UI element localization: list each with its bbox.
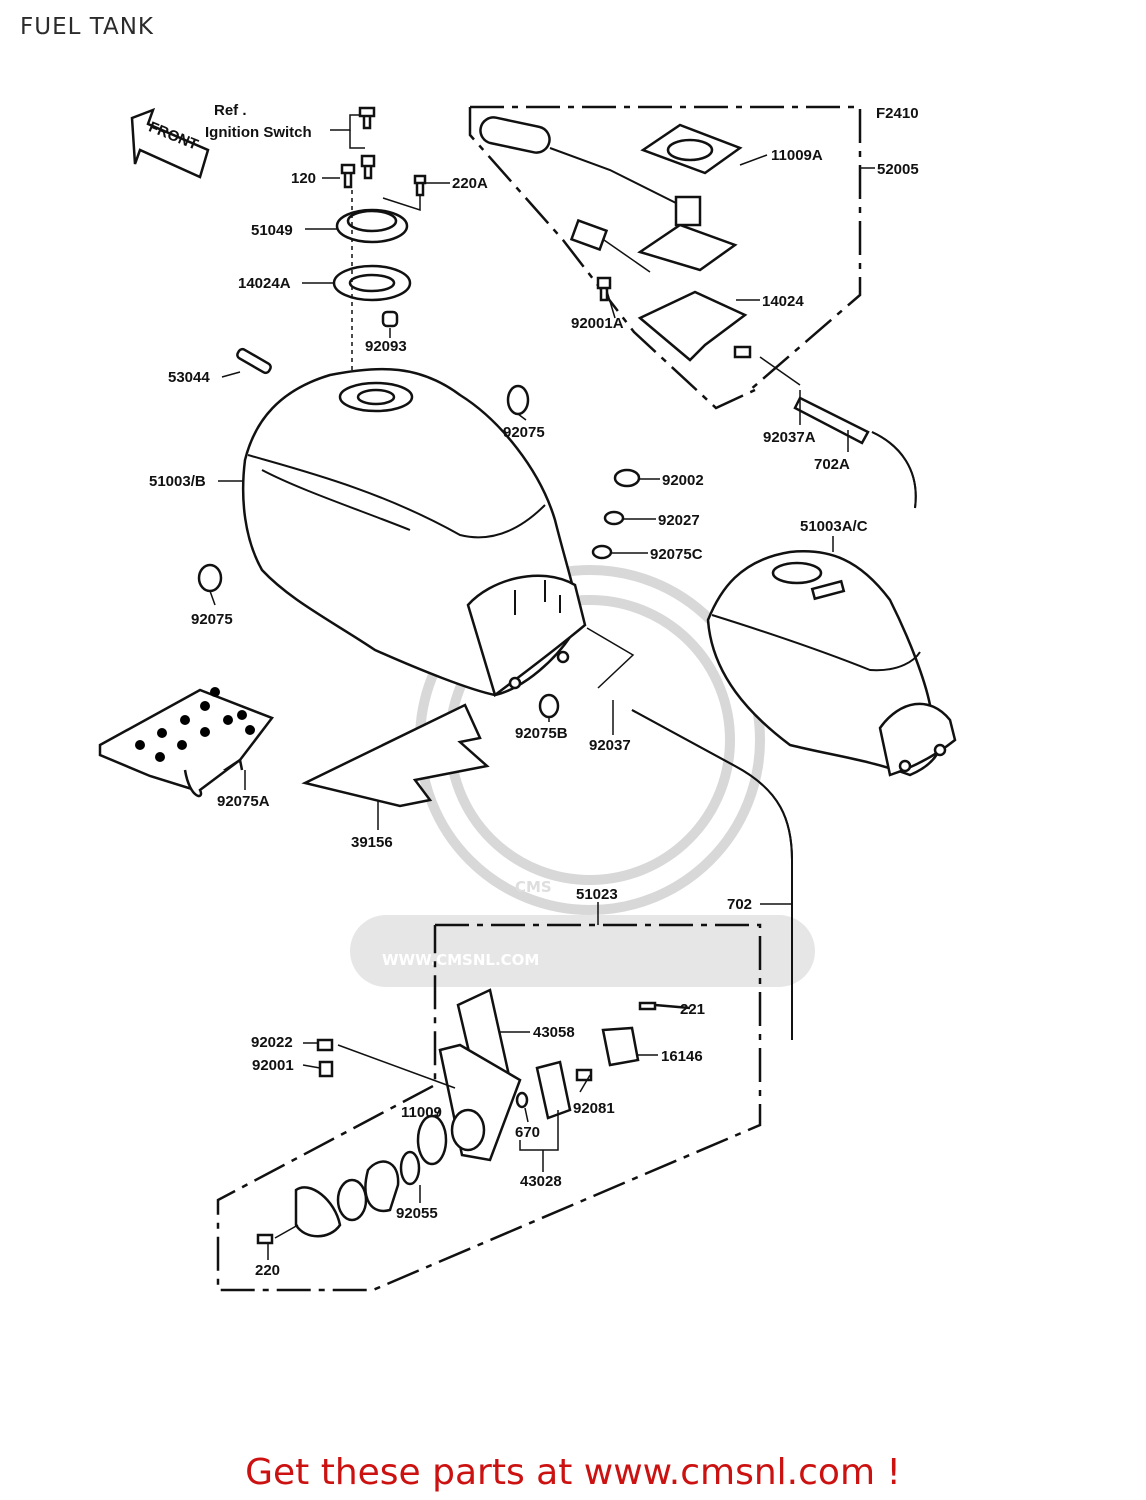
label-702a: 702A <box>814 456 850 473</box>
label-43028: 43028 <box>520 1173 562 1190</box>
label-92093: 92093 <box>365 338 407 355</box>
insulator-39156 <box>301 703 490 808</box>
damper-92075b <box>538 693 560 719</box>
bolt-92002 <box>613 468 641 488</box>
label-51003b: 51003/B <box>149 473 206 490</box>
label-92075a: 92075A <box>217 793 270 810</box>
front-arrow: FRONT <box>130 107 210 179</box>
label-702: 702 <box>727 896 752 913</box>
label-92001a: 92001A <box>571 315 624 332</box>
label-220: 220 <box>255 1262 280 1279</box>
reference-line-1: Ref . <box>214 102 247 119</box>
watermark-logo: CMS <box>515 878 552 896</box>
collar-92027 <box>603 510 625 526</box>
figure-code: F2410 <box>876 105 919 122</box>
page-title: FUEL TANK <box>20 14 155 40</box>
damper-92075c <box>591 544 613 560</box>
reference-line-2: Ignition Switch <box>205 124 312 141</box>
label-53044: 53044 <box>168 369 210 386</box>
label-51049: 51049 <box>251 222 293 239</box>
label-11009: 11009 <box>401 1104 442 1121</box>
fuel-tank-exploded-diagram: CMS WWW.CMSNL.COM FRONT Ref . Ignition S… <box>98 102 957 1292</box>
fuel-tap-51023 <box>216 923 762 1292</box>
watermark-url: WWW.CMSNL.COM <box>382 951 539 969</box>
label-670: 670 <box>515 1124 540 1141</box>
part-labels: 120 220A 51049 14024A 92093 53044 92075 … <box>149 147 919 1279</box>
label-92027: 92027 <box>658 512 700 529</box>
fuel-tank-alt <box>706 550 957 777</box>
label-92081: 92081 <box>573 1100 615 1117</box>
label-92075-left: 92075 <box>191 611 233 628</box>
label-16146: 16146 <box>661 1048 703 1065</box>
label-52005: 52005 <box>877 161 919 178</box>
label-92075b: 92075B <box>515 725 568 742</box>
label-43058: 43058 <box>533 1024 575 1041</box>
label-92002: 92002 <box>662 472 704 489</box>
label-92075c: 92075C <box>650 546 703 563</box>
label-14024a: 14024A <box>238 275 291 292</box>
label-51003ac: 51003A/C <box>800 518 868 535</box>
label-92022: 92022 <box>251 1034 293 1051</box>
footer-cta[interactable]: Get these parts at www.cmsnl.com ! <box>245 1452 901 1493</box>
sensor-kit-52005 <box>468 105 917 509</box>
leader-lines <box>209 177 849 1260</box>
fuel-tank-main <box>241 367 587 698</box>
label-39156: 39156 <box>351 834 393 851</box>
label-221: 221 <box>680 1001 705 1018</box>
label-92055: 92055 <box>396 1205 438 1222</box>
damper-92075-left <box>197 563 223 593</box>
damper-92075-top <box>506 384 530 416</box>
label-92001: 92001 <box>252 1057 294 1074</box>
label-51023: 51023 <box>576 886 618 903</box>
label-220a: 220A <box>452 175 488 192</box>
label-92037a: 92037A <box>763 429 816 446</box>
label-14024: 14024 <box>762 293 804 310</box>
label-92075-top: 92075 <box>503 424 545 441</box>
label-11009a: 11009A <box>771 147 823 164</box>
pad-92075a <box>98 687 275 798</box>
label-92037: 92037 <box>589 737 631 754</box>
label-120: 120 <box>291 170 316 187</box>
fuel-cap-assembly <box>236 106 427 390</box>
